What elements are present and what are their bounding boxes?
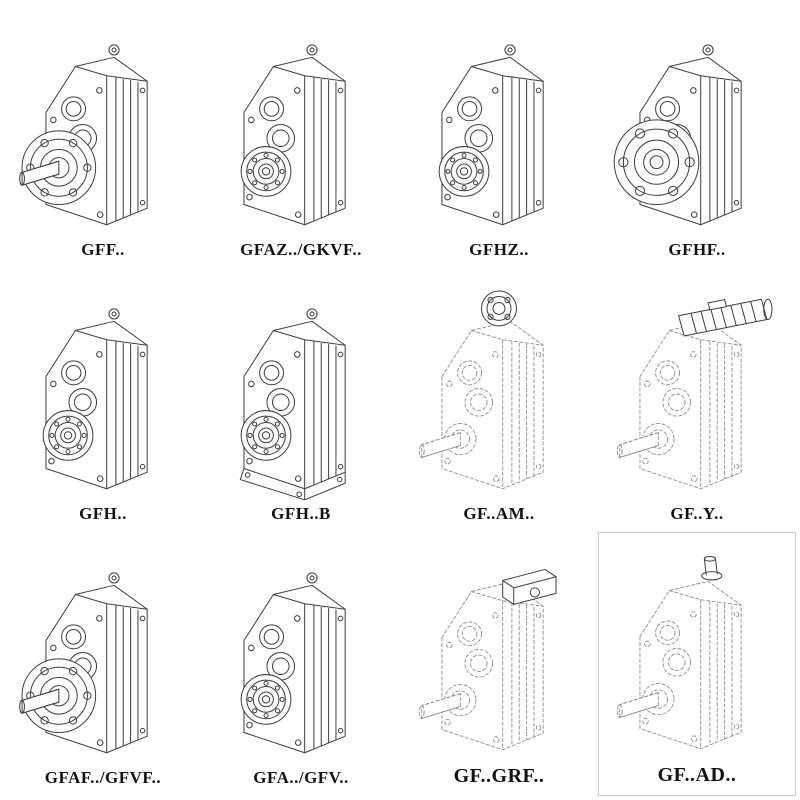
cell-gf-ad: GF..AD.. [598,532,796,796]
cell-gfh: GFH.. [4,268,202,532]
model-label-gfaf-gfvf: GFAF../GFVF.. [44,768,162,787]
cell-gff: GFF.. [4,4,202,268]
gearbox-gfh-drawing [11,288,195,500]
gearbox-gfaf-drawing [11,552,195,764]
model-label-gfa-gfv: GFA../GFV.. [253,768,349,787]
cell-gfaz-gkvf: GFAZ../GKVF.. [202,4,400,268]
model-label-gff: GFF.. [81,240,125,259]
gearbox-gff-drawing [11,24,195,236]
model-label-gf-y: GF..Y.. [670,504,724,523]
gearbox-gf-ad-drawing [605,548,789,760]
cell-gf-grf: GF..GRF.. [400,532,598,796]
cell-gfhf: GFHF.. [598,4,796,268]
gearbox-gfaz-drawing [209,24,393,236]
cell-gfh-b: GFH..B [202,268,400,532]
gearbox-gf-y-drawing [605,288,789,500]
model-label-gfhz: GFHZ.. [469,240,529,259]
cell-gf-am: GF..AM.. [400,268,598,532]
gearbox-gfa-drawing [209,552,393,764]
model-label-gf-am: GF..AM.. [463,504,535,523]
model-label-gf-grf: GF..GRF.. [453,765,545,787]
model-label-gfh-b: GFH..B [271,504,331,523]
model-label-gfh: GFH.. [79,504,127,523]
gearbox-gfh-b-drawing [209,288,393,500]
model-label-gfaz-gkvf: GFAZ../GKVF.. [240,240,362,259]
cell-gfa-gfv: GFA../GFV.. [202,532,400,796]
cell-gf-y: GF..Y.. [598,268,796,532]
model-label-gf-ad: GF..AD.. [657,764,737,786]
cell-gfhz: GFHZ.. [400,4,598,268]
gearbox-gfhz-drawing [407,24,591,236]
gearbox-gfhf-drawing [605,24,789,236]
gearbox-gf-am-drawing [407,288,591,500]
cell-gfaf-gfvf: GFAF../GFVF.. [4,532,202,796]
model-label-gfhf: GFHF.. [668,240,726,259]
gearbox-gf-grf-drawing [407,549,591,761]
